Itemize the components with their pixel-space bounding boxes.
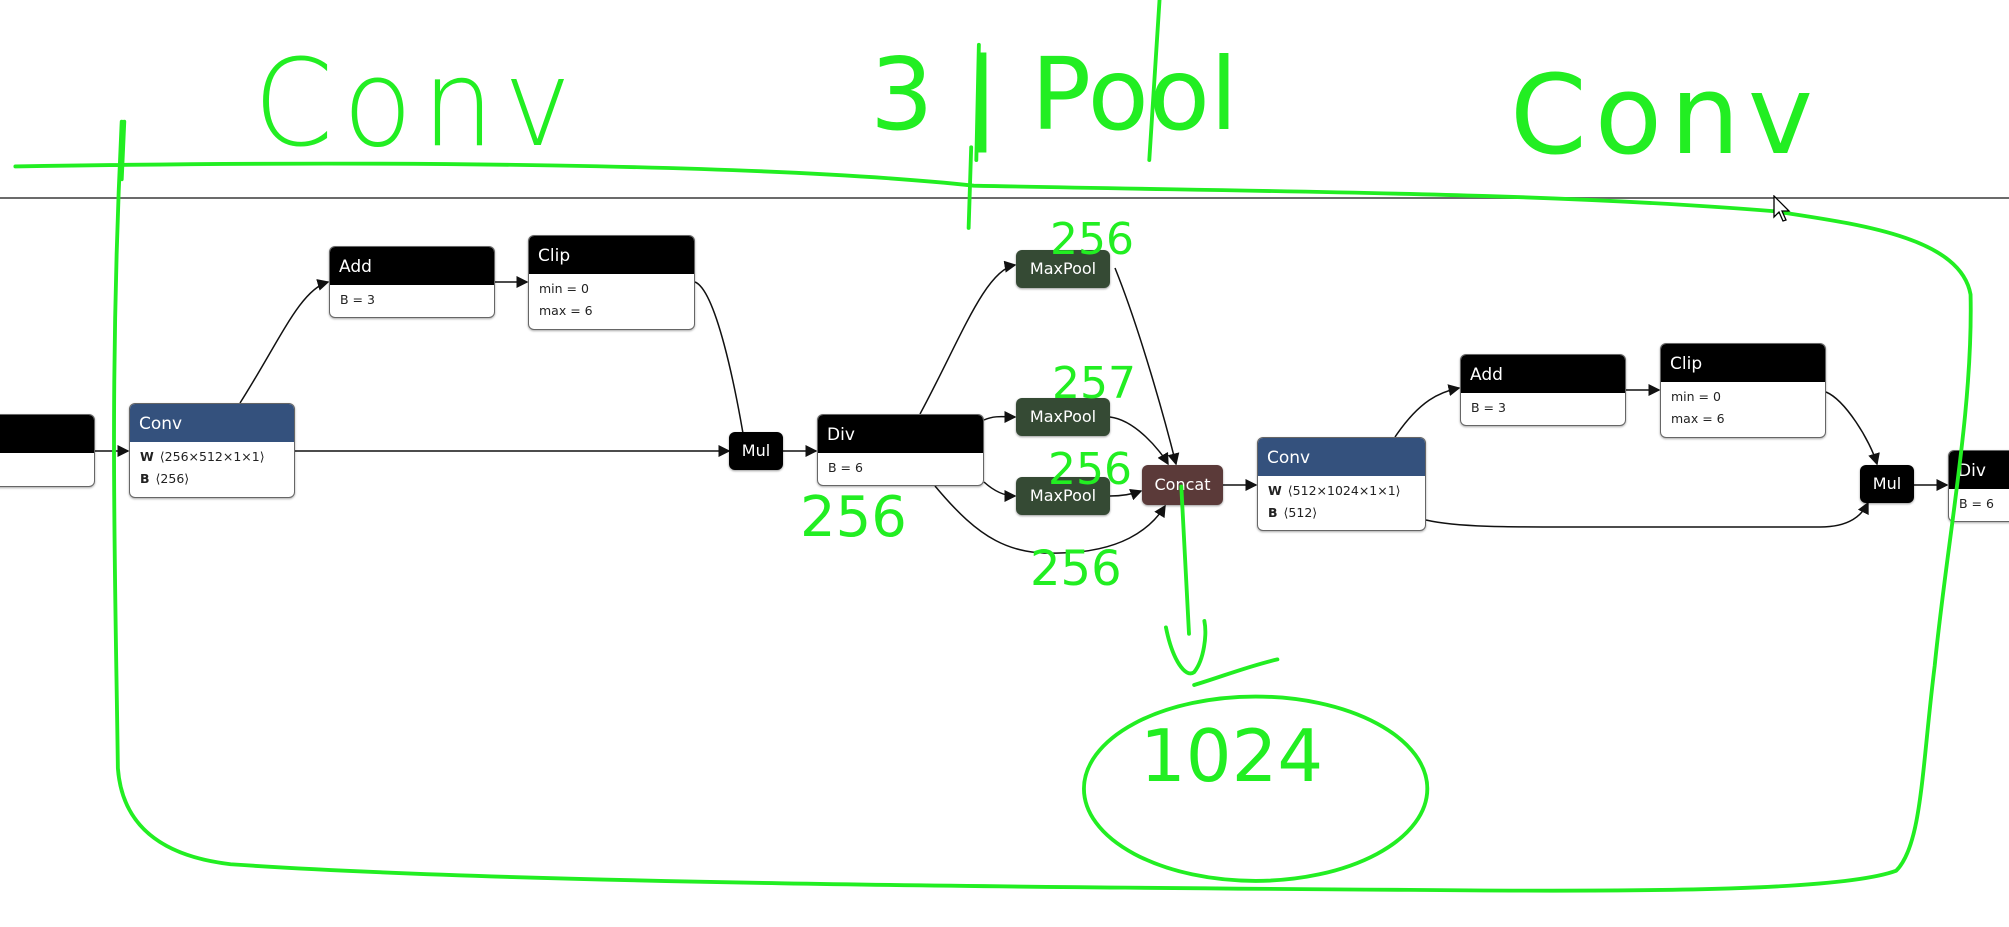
ink-label-pool: 3 | Pool [870, 36, 1238, 153]
node-left-partial[interactable] [0, 414, 95, 487]
ink-channels-pool2: 257 [1052, 358, 1136, 409]
node-div2[interactable]: Div B = 6 [1948, 450, 2009, 522]
ink-separator-middle [966, 42, 981, 230]
node-maxpool2[interactable]: MaxPool [1016, 398, 1110, 436]
edge-conv2-add2 [1394, 384, 1461, 438]
ink-channels-skip: 256 [1030, 541, 1122, 597]
edge-div1-maxpool2 [983, 410, 1017, 423]
ink-region-outline [13, 119, 1973, 893]
ink-label-conv-left: Conv [253, 35, 581, 174]
ink-concat-arrow [1164, 484, 1208, 676]
ink-pointer-line [1192, 657, 1280, 687]
ink-label-conv-right: Conv [1510, 51, 1821, 179]
ink-channels-pool1: 256 [1050, 214, 1134, 265]
ink-channels-concat: 1024 [1140, 714, 1324, 798]
toolbar-divider [0, 197, 2009, 199]
ink-channels-div: 256 [800, 485, 907, 550]
node-mul2[interactable]: Mul [1860, 465, 1914, 503]
node-div1[interactable]: Div B = 6 [817, 414, 984, 486]
node-clip1[interactable]: Clip min = 0 max = 6 [528, 235, 695, 330]
node-mul1[interactable]: Mul [729, 432, 783, 470]
edge-div1-maxpool3 [983, 481, 1017, 502]
node-maxpool3[interactable]: MaxPool [1016, 477, 1110, 515]
node-add1[interactable]: Add B = 3 [329, 246, 495, 318]
edge-maxpool3-concat [1109, 488, 1143, 501]
node-conv1[interactable]: Conv W⟨256×512×1×1⟩ B⟨256⟩ [129, 403, 295, 498]
ink-separator-right [1147, 0, 1162, 162]
node-clip2[interactable]: Clip min = 0 max = 6 [1660, 343, 1826, 438]
node-conv2[interactable]: Conv W⟨512×1024×1×1⟩ B⟨512⟩ [1257, 437, 1426, 531]
edge-maxpool1-concat [1114, 267, 1180, 466]
edge-clip2-mul2 [1825, 391, 1880, 466]
edge-div1-concat [934, 485, 1166, 554]
node-title: Conv [130, 404, 294, 442]
ink-channels-pool3: 256 [1048, 444, 1132, 495]
node-add2[interactable]: Add B = 3 [1460, 354, 1626, 426]
ink-1024-ellipse [1082, 694, 1430, 883]
node-maxpool1[interactable]: MaxPool [1016, 250, 1110, 288]
ink-tick-left [119, 119, 127, 182]
edge-conv1-add1 [239, 279, 330, 404]
edge-conv2-mul2 [1425, 501, 1869, 528]
edge-div1-maxpool1 [919, 260, 1017, 415]
edge-maxpool2-concat [1109, 416, 1169, 466]
mouse-cursor-icon [1773, 195, 1791, 222]
